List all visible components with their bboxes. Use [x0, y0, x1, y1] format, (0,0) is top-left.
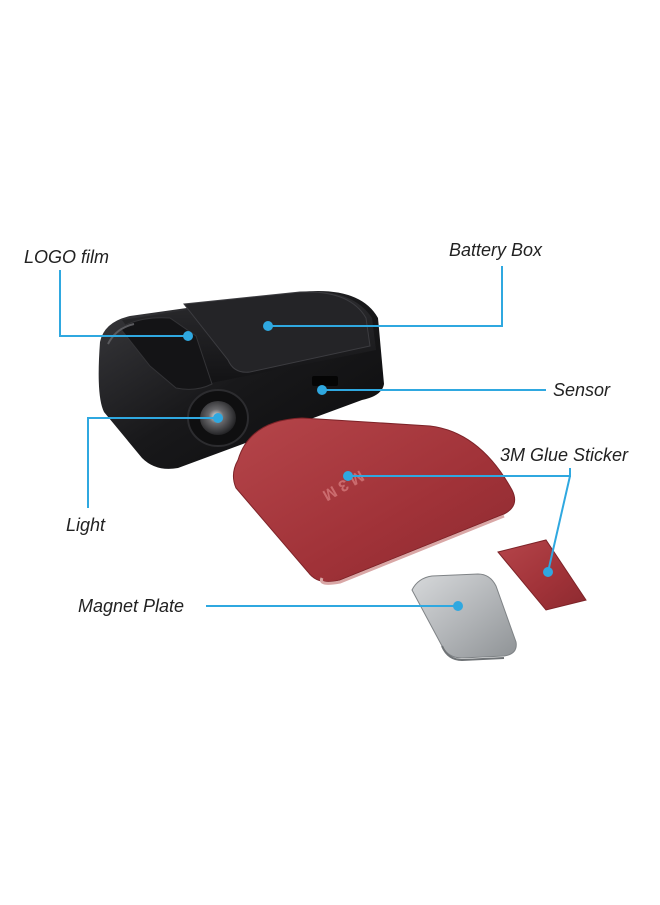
label-3m-glue-sticker: 3M Glue Sticker [500, 445, 629, 465]
label-battery-box: Battery Box [449, 240, 543, 260]
callout-light [87, 417, 218, 508]
callout-glue-sticker-dot [343, 471, 353, 481]
magnet-plate-edge [441, 645, 505, 662]
label-sensor: Sensor [553, 380, 611, 400]
glue-sticker-small [497, 539, 587, 611]
magnet-plate-top [411, 573, 517, 659]
label-magnet-plate: Magnet Plate [78, 596, 185, 616]
label-logo-film: LOGO film [24, 247, 110, 267]
callout-glue-sticker-small [547, 475, 571, 573]
magnet-plate [411, 573, 517, 662]
callout-lines [59, 266, 571, 611]
callout-light-dot [213, 413, 223, 423]
glue-sticker-large: M 3 M [232, 417, 516, 585]
sticker-large-edge [319, 514, 505, 585]
label-light: Light [66, 515, 106, 535]
callout-sensor-dot [317, 385, 327, 395]
sticker-large-shape [232, 417, 516, 583]
sensor-window [312, 376, 338, 386]
callout-battery-box-dot [263, 321, 273, 331]
callout-glue-sticker-small-dot [543, 567, 553, 577]
callout-magnet-plate-dot [453, 601, 463, 611]
callout-logo-film-dot [183, 331, 193, 341]
device-highlight [107, 323, 135, 345]
callout-logo-film [59, 270, 188, 337]
battery-cover [183, 291, 371, 373]
callout-battery-box [268, 266, 503, 327]
